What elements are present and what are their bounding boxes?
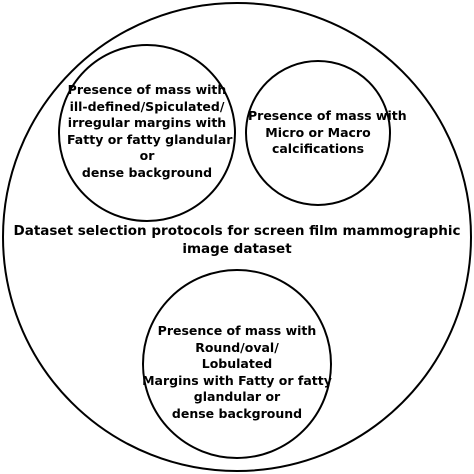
circle-top-right-line-2: Micro or Macro <box>265 124 371 140</box>
circle-top-right-text: Presence of mass with Micro or Macro cal… <box>248 108 407 158</box>
circle-bottom-line-1: Presence of mass with <box>157 323 317 338</box>
circle-top-left-line-1: Presence of mass with <box>67 82 227 97</box>
circle-bottom <box>142 269 332 459</box>
circle-bottom-line-6: dense background <box>171 405 303 421</box>
circle-top-right-line-1: Presence of mass with <box>248 108 407 123</box>
circle-top-right <box>245 60 391 206</box>
circle-top-left-text: Presence of mass with ill-defined/Spicul… <box>67 82 233 181</box>
circle-bottom-text: Presence of mass with Round/oval/ Lobula… <box>142 323 332 422</box>
circle-top-left-line-5: or <box>139 148 155 163</box>
circle-top-left <box>58 44 236 222</box>
circle-bottom-line-2: Round/oval/ <box>195 339 279 355</box>
circle-top-right-line-3: calcifications <box>271 141 365 156</box>
circle-top-left-line-4: Fatty or fatty glandular <box>67 131 233 147</box>
circle-bottom-line-3: Lobulated <box>201 356 273 371</box>
circle-bottom-line-4: Margins with Fatty or fatty <box>142 372 332 388</box>
center-title-line-1: Dataset selection protocols for screen f… <box>13 223 461 239</box>
circle-top-left-line-3: irregular margins with <box>67 115 227 130</box>
circle-top-left-line-6: dense background <box>81 164 213 180</box>
circle-bottom-line-5: glandular or <box>193 389 281 404</box>
circle-top-left-line-2: ill-defined/Spiculated/ <box>69 98 225 114</box>
center-title: Dataset selection protocols for screen f… <box>10 222 464 258</box>
center-title-line-2: image dataset <box>182 241 292 257</box>
